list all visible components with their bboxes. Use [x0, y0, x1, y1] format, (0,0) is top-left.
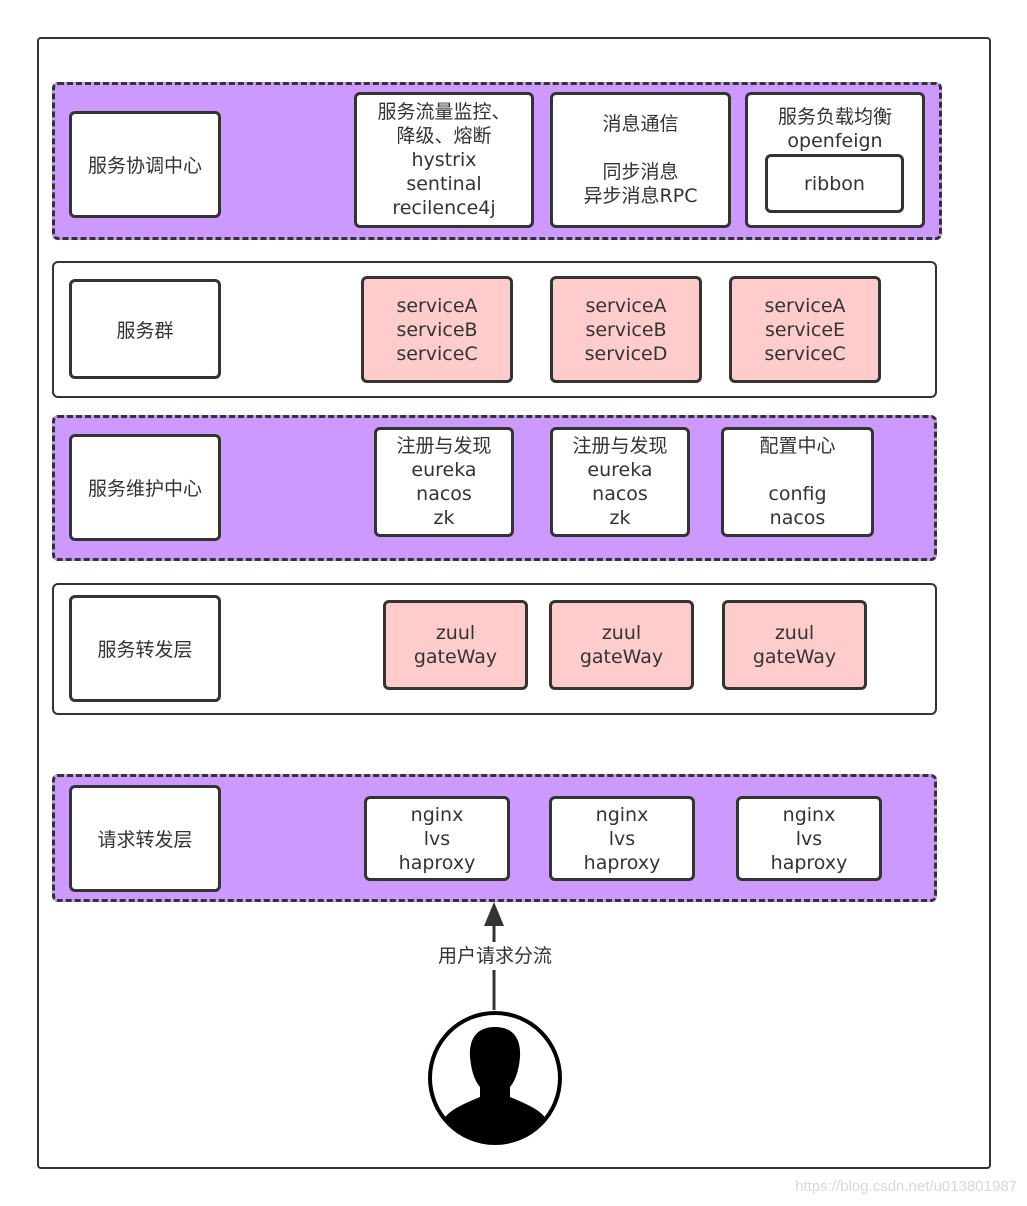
- messaging-box: 消息通信 同步消息 异步消息RPC: [550, 92, 731, 228]
- watermark: https://blog.csdn.net/u013801987: [795, 1178, 1017, 1195]
- proxy-box-1: nginx lvs haproxy: [364, 796, 510, 881]
- coordination-label: 服务协调中心: [69, 111, 221, 218]
- request-label: 请求转发层: [69, 785, 221, 892]
- gateway-box-1: zuul gateWay: [383, 600, 528, 690]
- registry-box-2: 注册与发现 eureka nacos zk: [550, 427, 690, 537]
- flow-control-box: 服务流量监控、 降级、熔断 hystrix sentinal recilence…: [354, 92, 534, 228]
- service-group-3: serviceA serviceE serviceC: [729, 276, 881, 383]
- config-center-box: 配置中心 config nacos: [721, 427, 874, 537]
- user-avatar-icon: [428, 1011, 562, 1145]
- diagram-frame: [37, 37, 991, 1169]
- proxy-box-2: nginx lvs haproxy: [549, 796, 695, 881]
- service-group-1: serviceA serviceB serviceC: [361, 276, 513, 383]
- ribbon-box: ribbon: [765, 154, 904, 213]
- services-label: 服务群: [69, 279, 221, 379]
- arrow-label: 用户请求分流: [400, 942, 590, 970]
- gateway-box-2: zuul gateWay: [549, 600, 694, 690]
- maintenance-label: 服务维护中心: [69, 434, 221, 541]
- registry-box-1: 注册与发现 eureka nacos zk: [374, 427, 514, 537]
- gateway-box-3: zuul gateWay: [722, 600, 867, 690]
- forwarding-label: 服务转发层: [69, 595, 221, 702]
- service-group-2: serviceA serviceB serviceD: [550, 276, 702, 383]
- proxy-box-3: nginx lvs haproxy: [736, 796, 882, 881]
